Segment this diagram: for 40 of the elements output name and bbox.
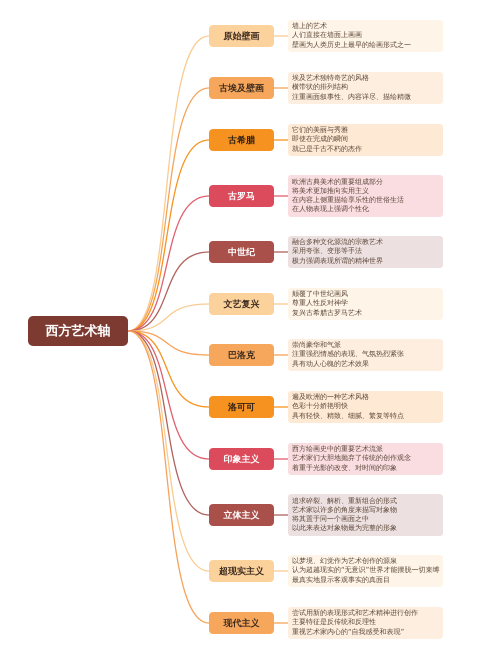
note-box (288, 555, 443, 587)
topic-box: 古罗马 (209, 185, 274, 207)
topic-box: 古埃及壁画 (209, 77, 274, 99)
central-topic-box: 西方艺术轴 (28, 316, 128, 346)
connector-line (128, 195, 210, 332)
topic-box: 文艺复兴 (209, 293, 274, 315)
connector-line (274, 406, 288, 408)
connector-line (274, 622, 288, 624)
connector-line (128, 251, 210, 332)
connector-line (274, 354, 288, 356)
connector-line (128, 330, 210, 624)
note-box (288, 72, 443, 104)
topic-box: 立体主义 (209, 504, 274, 526)
note-box (288, 20, 443, 52)
connector-line (274, 139, 288, 141)
note-box (288, 288, 443, 320)
topic-box: 巴洛克 (209, 344, 274, 366)
note-box (288, 236, 443, 268)
note-box (288, 607, 443, 639)
note-box (288, 494, 443, 536)
connector-line (274, 303, 288, 305)
topic-box: 原始壁画 (209, 25, 274, 47)
connector-line (274, 35, 288, 37)
topic-box: 超现实主义 (209, 560, 274, 582)
topic-box: 印象主义 (209, 448, 274, 470)
note-box (288, 443, 443, 475)
topic-box: 古希腊 (209, 129, 274, 151)
connector-line (274, 87, 288, 89)
topic-box: 洛可可 (209, 396, 274, 418)
note-box (288, 124, 443, 156)
connector-line (274, 251, 288, 253)
topic-box: 现代主义 (209, 612, 274, 634)
topic-box: 中世纪 (209, 241, 274, 263)
note-box (288, 175, 443, 217)
connector-line (274, 514, 288, 516)
connector-line (274, 195, 288, 197)
note-box (288, 391, 443, 423)
connector-line (274, 570, 288, 572)
note-box (288, 339, 443, 371)
connector-line (274, 458, 288, 460)
